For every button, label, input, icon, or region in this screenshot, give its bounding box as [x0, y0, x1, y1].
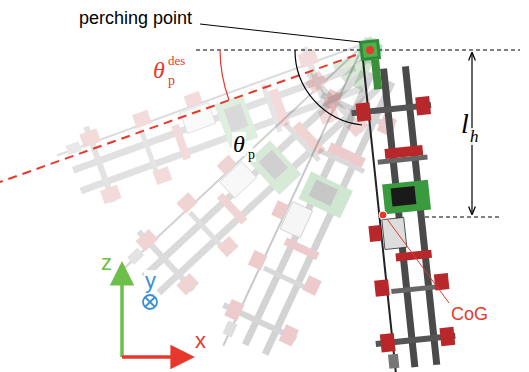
angle-symbol: θ [152, 58, 166, 82]
angle-subscript: p [167, 74, 176, 88]
angle-subscript: p [247, 148, 256, 162]
axis-label: z [100, 252, 113, 274]
length-subscript: h [469, 128, 480, 145]
axis-label: y [144, 270, 157, 292]
axis-label: x [194, 330, 207, 352]
angle-symbol: θ [232, 132, 246, 156]
cog-label: CoG [450, 305, 489, 323]
callout-label: perching point [78, 9, 193, 27]
angle-superscript: des [167, 54, 186, 67]
